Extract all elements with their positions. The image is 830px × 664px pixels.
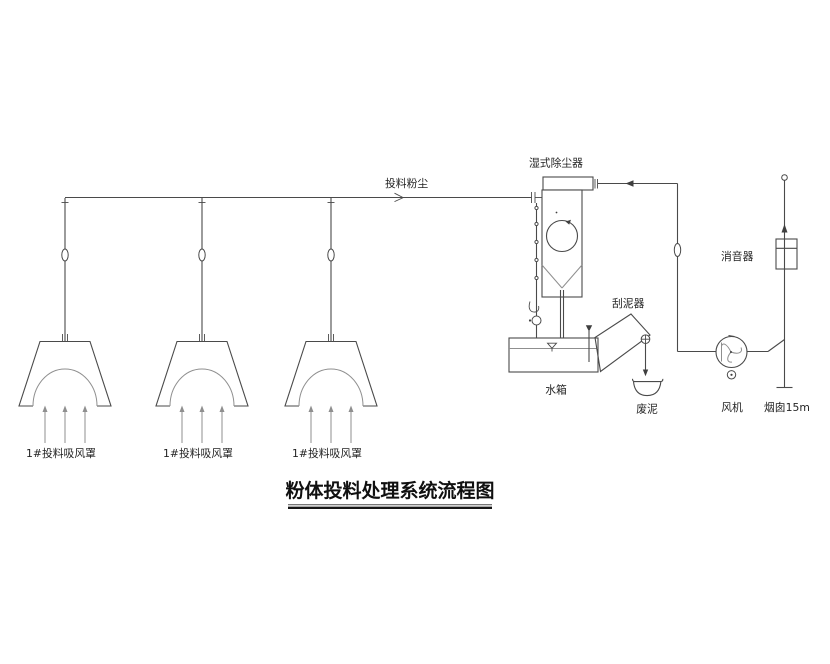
airflow-arrow-icon bbox=[199, 405, 205, 412]
airflow-arrow-icon bbox=[348, 405, 354, 412]
hood-body bbox=[284, 340, 378, 407]
fan-outlet-line bbox=[767, 339, 785, 352]
airflow-arrow-icon bbox=[179, 405, 185, 412]
duct-damper-icon bbox=[327, 248, 335, 262]
diagram-title-block: 粉体投料处理系统流程图 bbox=[285, 479, 495, 509]
hood-body bbox=[155, 340, 249, 407]
hood-arch bbox=[169, 368, 235, 407]
hood-label-3: 1#投料吸风罩 bbox=[292, 446, 362, 460]
spray-nozzle-icon bbox=[534, 257, 539, 263]
outlet-duct bbox=[598, 180, 716, 353]
airflow-arrow-icon bbox=[328, 405, 334, 412]
duct-damper-icon bbox=[673, 243, 682, 257]
suction-hood-2: 1#投料吸风罩 bbox=[155, 198, 249, 460]
muffler-label: 消音器 bbox=[721, 249, 754, 263]
collector-funnel bbox=[541, 264, 583, 289]
rotation-arrow-icon bbox=[565, 219, 571, 225]
flow-arrow-right-icon bbox=[394, 192, 404, 203]
airflow-arrow-icon bbox=[219, 405, 225, 412]
fan: 风机 bbox=[715, 335, 785, 414]
up-arrow-icon bbox=[781, 224, 788, 233]
spray-nozzle-icon bbox=[534, 205, 539, 211]
airflow-arrow-icon bbox=[82, 405, 88, 412]
stack-assembly: 消音器 烟囱15m bbox=[721, 174, 810, 414]
waste-mud-label: 废泥 bbox=[636, 402, 658, 416]
support-marker-icon bbox=[585, 325, 593, 332]
airflow-arrow-icon bbox=[62, 405, 68, 412]
scraper-conveyor bbox=[594, 313, 651, 373]
collector-drum bbox=[545, 219, 579, 253]
stack-label: 烟囱15m bbox=[764, 400, 810, 414]
mud-scraper: 刮泥器 废泥 bbox=[594, 296, 664, 416]
suction-hood-3: 1#投料吸风罩 bbox=[284, 198, 378, 460]
duct-damper-icon bbox=[61, 248, 69, 262]
fan-label: 风机 bbox=[721, 400, 743, 414]
spray-nozzle-icon bbox=[534, 275, 539, 281]
airflow-arrow-icon bbox=[308, 405, 314, 412]
hood-label-2: 1#投料吸风罩 bbox=[163, 446, 233, 460]
hood-arch bbox=[32, 368, 98, 407]
down-arrow-icon bbox=[642, 369, 649, 377]
pipe-hook bbox=[528, 301, 540, 313]
spray-nozzle-icon bbox=[534, 221, 539, 227]
suction-hood-1: 1#投料吸风罩 bbox=[18, 198, 112, 460]
airflow-arrow-icon bbox=[42, 405, 48, 412]
page-title: 粉体投料处理系统流程图 bbox=[285, 479, 494, 502]
water-tank-label: 水箱 bbox=[545, 383, 567, 397]
muffler-body bbox=[775, 238, 798, 270]
water-tank: 水箱 bbox=[508, 325, 599, 397]
tank-body bbox=[508, 337, 599, 373]
hood-body bbox=[18, 340, 112, 407]
spray-nozzle-icon bbox=[534, 239, 539, 245]
feed-dust-label: 投料粉尘 bbox=[385, 176, 428, 190]
waste-basket-icon bbox=[631, 378, 664, 397]
hood-label-1: 1#投料吸风罩 bbox=[26, 446, 96, 460]
suction-manifold: 投料粉尘 bbox=[65, 176, 532, 203]
circulation-pump-icon bbox=[531, 315, 542, 326]
scraper-label: 刮泥器 bbox=[612, 296, 645, 310]
wet-dust-collector: 湿式除尘器 bbox=[528, 156, 598, 361]
water-level-icon bbox=[546, 342, 558, 349]
hood-arch bbox=[298, 368, 364, 407]
collector-header bbox=[542, 176, 594, 191]
fan-blades-icon bbox=[721, 343, 742, 363]
wet-collector-label: 湿式除尘器 bbox=[529, 156, 583, 170]
flow-arrow-icon bbox=[625, 180, 634, 187]
stack-cap-icon bbox=[781, 174, 788, 181]
duct-damper-icon bbox=[198, 248, 206, 262]
